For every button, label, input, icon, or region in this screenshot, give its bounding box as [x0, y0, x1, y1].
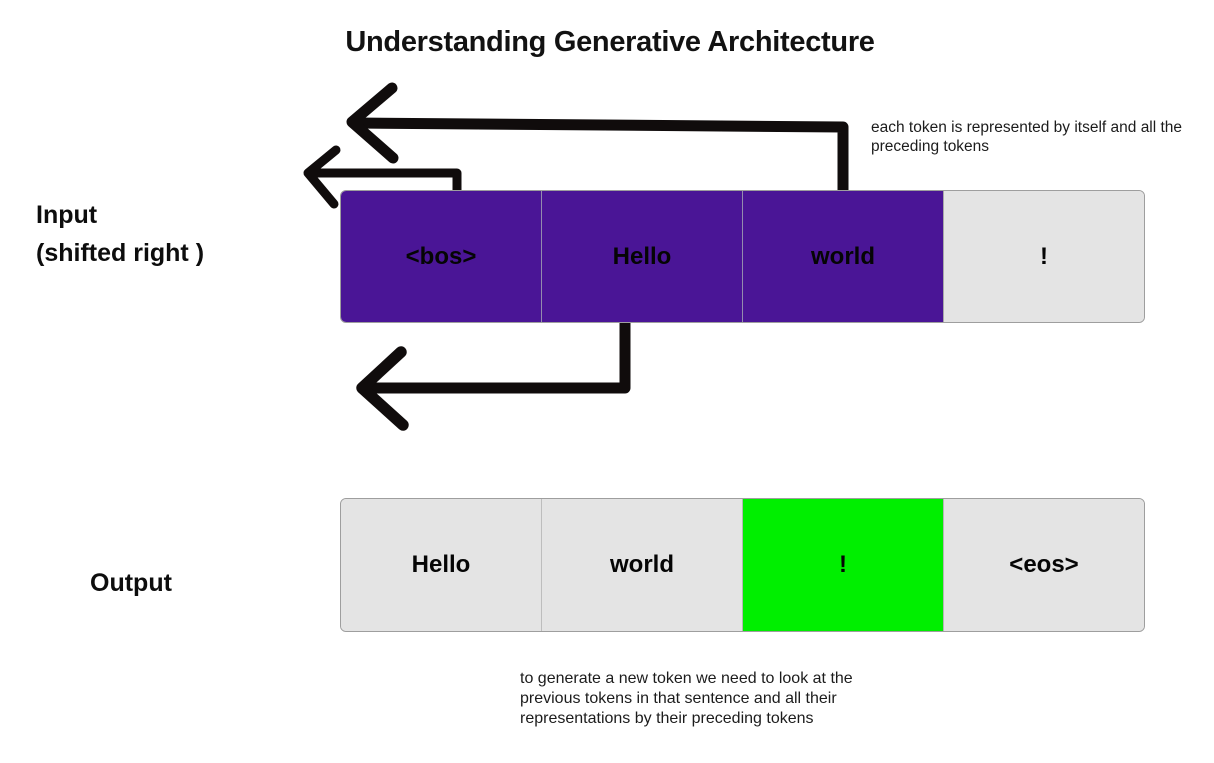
output-token-bang: ! [742, 499, 943, 631]
output-token-hello: Hello [341, 499, 541, 631]
input-label-line1: Input [36, 201, 98, 229]
input-label-line2: (shifted right ) [36, 239, 205, 267]
input-token-bang: ! [943, 191, 1144, 322]
input-label: Input (shifted right ) [36, 196, 204, 272]
output-label: Output [90, 569, 172, 597]
output-token-eos: <eos> [943, 499, 1144, 631]
input-token-row: <bos> Hello world ! [340, 190, 1145, 323]
input-token-world: world [742, 191, 943, 322]
left-arrow-from-hello-icon [356, 315, 631, 431]
output-token-row: Hello world ! <eos> [340, 498, 1145, 632]
output-token-world: world [541, 499, 742, 631]
input-token-hello: Hello [541, 191, 742, 322]
left-arrow-from-world-icon [346, 82, 849, 198]
input-token-bos: <bos> [341, 191, 541, 322]
annotation-generate-token: to generate a new token we need to look … [520, 670, 853, 727]
annotation-each-token: each token is represented by itself and … [871, 119, 1183, 156]
page-title: Understanding Generative Architecture [345, 26, 875, 58]
